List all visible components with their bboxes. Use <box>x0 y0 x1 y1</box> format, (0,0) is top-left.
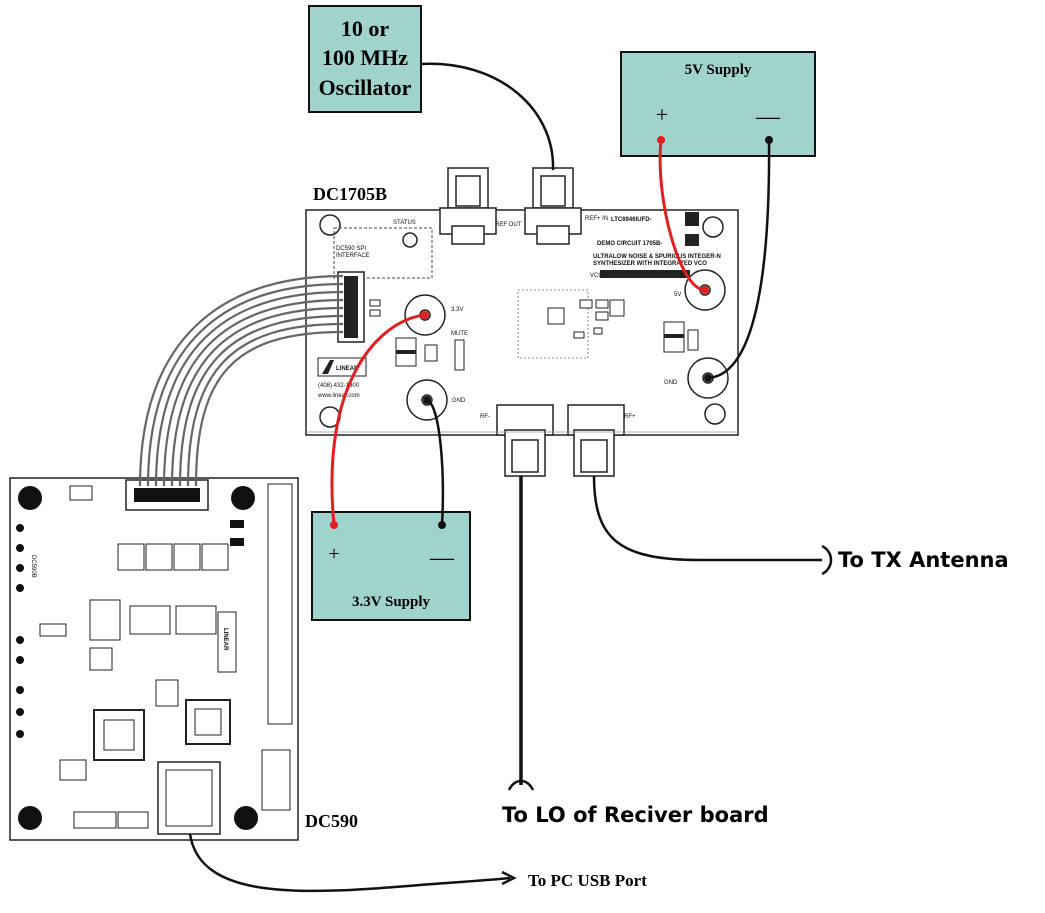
label-to-tx-antenna: To TX Antenna <box>838 548 1009 572</box>
mounting-hole <box>320 215 340 235</box>
label-spi2: INTERFACE <box>336 253 370 259</box>
dc590-vertical-label: DC590B <box>30 555 36 578</box>
supply-5v-plus: + <box>656 102 668 127</box>
oscillator-line3: Oscillator <box>319 75 412 100</box>
supply-3v3-title: 3.3V Supply <box>352 594 431 610</box>
label-rf-minus: RF- <box>480 414 490 420</box>
label-demo: DEMO CIRCUIT 1705B- <box>597 241 662 247</box>
mounting-hole <box>231 486 255 510</box>
label-gnd-right: GND <box>664 380 678 386</box>
mounting-hole <box>703 217 723 237</box>
oscillator-line1: 10 or <box>341 16 390 41</box>
rf-plus-connector <box>568 405 624 476</box>
label-5v: 5V <box>674 292 681 298</box>
label-mute: MUTE <box>451 331 468 337</box>
label-to-lo: To LO of Reciver board <box>502 803 769 827</box>
wire-oscillator-to-refin <box>421 64 553 170</box>
status-led <box>403 233 417 247</box>
label-vco: VCO+ <box>590 273 607 279</box>
label-ref-out: REF OUT <box>495 222 522 228</box>
wire-rf-minus-to-lo <box>509 476 533 790</box>
wire-usb-to-pc <box>190 834 514 891</box>
wire-rf-plus-to-tx <box>594 476 831 574</box>
dc1705b-name: DC1705B <box>313 184 387 204</box>
label-3v3: 3.3V <box>451 307 463 313</box>
supply-3v3-plus: + <box>328 543 339 565</box>
dc590-name: DC590 <box>305 811 358 831</box>
label-part: LTC6946IUFD- <box>611 217 652 223</box>
label-desc1: ULTRALOW NOISE & SPURIOUS INTEGER-N <box>593 254 721 260</box>
supply-3v3-minus: — <box>429 545 455 571</box>
label-gnd-left: GND <box>452 398 466 404</box>
ref-out-connector <box>440 168 496 244</box>
dc590-logo-text: LINEAR <box>222 628 228 651</box>
label-web: www.linear.com <box>317 393 360 399</box>
oscillator-box: 10 or 100 MHz Oscillator <box>309 6 421 112</box>
label-desc2: SYNTHESIZER WITH INTEGRATED VCO <box>593 261 707 267</box>
supply-5v-minus: — <box>755 104 781 130</box>
dc1705b-board: LINEAR STATUS REF OUT REF+ IN LTC6946IUF… <box>306 168 738 476</box>
mounting-hole <box>18 486 42 510</box>
label-ref-in: REF+ IN <box>585 216 608 222</box>
label-rf-plus: RF+ <box>624 414 636 420</box>
rf-minus-connector <box>497 405 553 476</box>
label-phone: (408) 432-1900 <box>318 383 360 389</box>
dc590-board: LINEAR DC590B DC590 <box>10 478 358 840</box>
mounting-hole <box>705 404 725 424</box>
label-status: STATUS <box>393 220 416 226</box>
label-to-pc-usb: To PC USB Port <box>528 871 647 890</box>
supply-5v-title: 5V Supply <box>685 62 752 78</box>
mounting-hole <box>234 806 258 830</box>
ref-in-connector <box>525 168 581 244</box>
oscillator-line2: 100 MHz <box>322 45 408 70</box>
supply-5v-box: 5V Supply + — <box>621 52 815 156</box>
label-spi1: DC590 SPI <box>336 246 366 252</box>
mounting-hole <box>18 806 42 830</box>
